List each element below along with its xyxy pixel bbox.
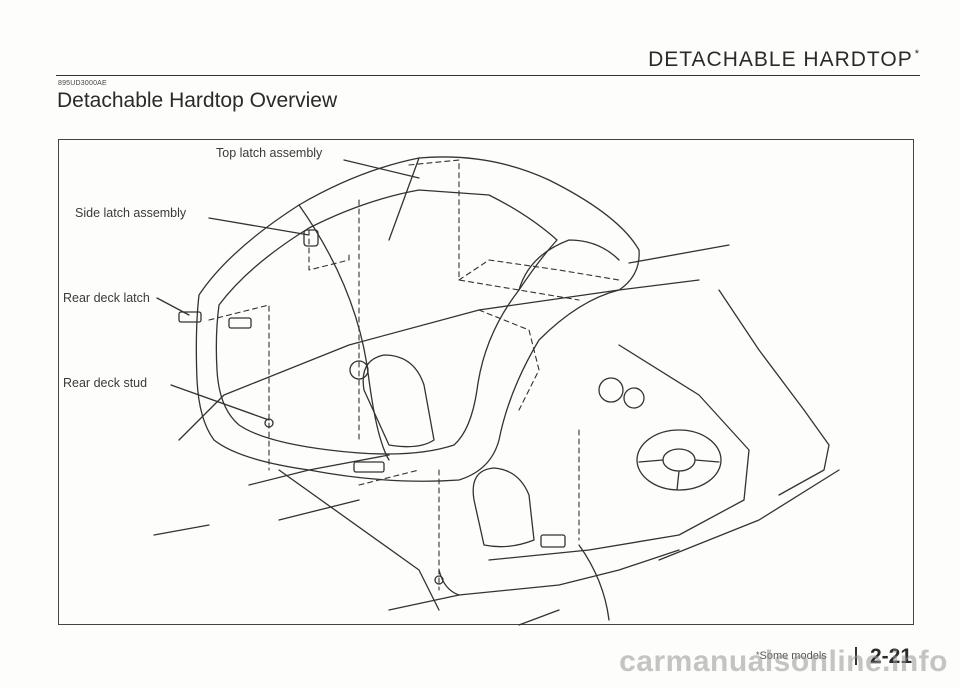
header-rule [56,75,920,76]
section-marker: * [914,48,920,60]
hardtop-line-drawing [153,156,840,626]
page-number: 2-21 [870,645,913,668]
footnote-marker: * [756,650,760,660]
footer-separator [855,647,857,665]
watermark: carmanualsonline.info [619,645,948,678]
callout-side-latch-assembly: Side latch assembly [75,206,187,220]
callout-rear-deck-stud: Rear deck stud [63,376,148,390]
callout-top-latch-assembly: Top latch assembly [216,146,323,160]
page-title: Detachable Hardtop Overview [57,89,338,112]
footnote: *Some models [756,650,827,662]
hardtop-illustration: Top latch assembly Side latch assembly R… [58,139,914,626]
section-header: DETACHABLE HARDTOP* [648,48,920,72]
callout-rear-deck-latch: Rear deck latch [63,291,150,305]
section-title: DETACHABLE HARDTOP [648,48,913,71]
document-code: 895UD3000AE [58,80,107,87]
footnote-text: Some models [759,650,827,662]
